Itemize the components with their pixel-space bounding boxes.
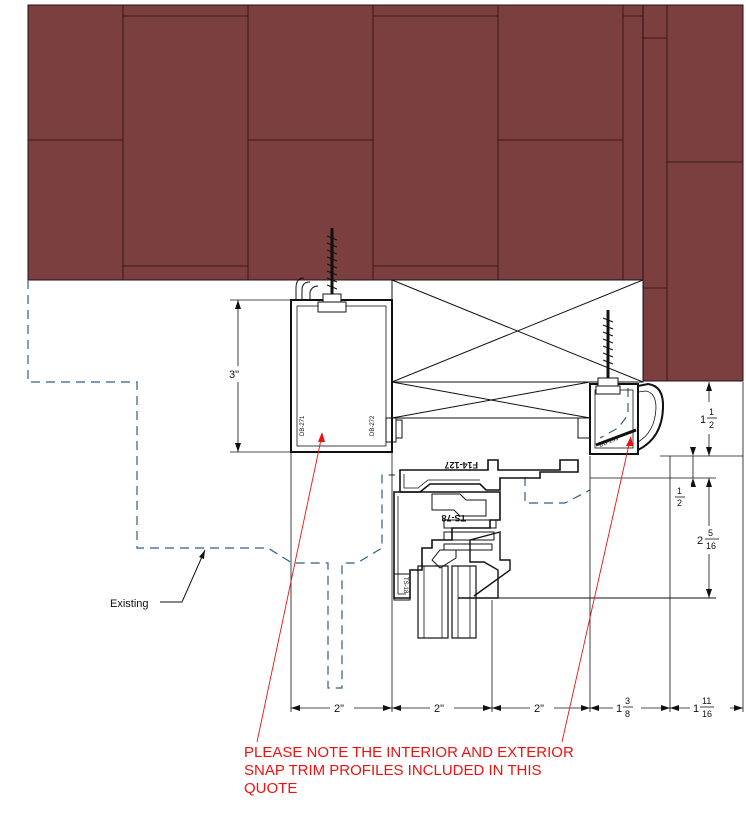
- dim-width-4-whole: 1: [616, 703, 622, 715]
- part-db-272: DB-272: [370, 415, 376, 436]
- dim-height-2-num: 1: [677, 486, 682, 496]
- note-leaders: [256, 432, 633, 743]
- right-frame: [577, 382, 665, 455]
- part-ts-18: TS-18: [402, 577, 408, 594]
- dim-width-5-den: 16: [702, 709, 712, 719]
- part-db-271: DB-271: [300, 415, 306, 436]
- existing-outline: [27, 280, 629, 689]
- dim-height-3: 2 5 16: [697, 528, 719, 551]
- existing-leader-arrow: [199, 550, 205, 559]
- dim-width-4: 1 3 8: [616, 696, 633, 719]
- dimension-arrows: [235, 300, 743, 711]
- dim-width-5: 1 11 16: [693, 696, 714, 719]
- dim-height-1: 1 1 2: [700, 407, 717, 430]
- dim-height-3-num: 5: [708, 528, 713, 538]
- dim-width-4-den: 8: [625, 709, 630, 719]
- dim-frame-height: 3": [229, 369, 239, 381]
- dim-height-1-num: 1: [709, 407, 714, 417]
- dim-height-3-den: 16: [706, 541, 716, 551]
- sill-extrusions: [393, 459, 716, 639]
- dim-width-3: 2": [534, 703, 544, 715]
- dim-width-4-num: 3: [625, 696, 630, 706]
- quote-note-line-3: QUOTE: [244, 780, 298, 797]
- existing-label: Existing: [110, 598, 149, 610]
- dim-width-2: 2": [434, 703, 444, 715]
- quote-note-line-2: SNAP TRIM PROFILES INCLUDED IN THIS: [244, 762, 542, 779]
- left-anchor-screw: [317, 228, 347, 313]
- head-block: [391, 279, 644, 419]
- dim-width-1: 2": [334, 703, 344, 715]
- quote-note: PLEASE NOTE THE INTERIOR AND EXTERIOR SN…: [244, 744, 664, 798]
- right-anchor-screw: [595, 310, 621, 395]
- dim-width-5-whole: 1: [693, 703, 699, 715]
- dim-height-1-whole: 1: [700, 414, 706, 426]
- masonry-head: [27, 4, 744, 382]
- dim-height-2-den: 2: [677, 498, 682, 508]
- part-ts-78: TS-78: [441, 513, 466, 523]
- dim-width-5-num: 11: [702, 696, 711, 706]
- dim-height-2: 1 2: [675, 486, 685, 508]
- dim-height-3-whole: 2: [697, 535, 703, 547]
- dim-height-1-den: 2: [709, 420, 714, 430]
- existing-leader: [160, 549, 206, 603]
- quote-note-line-1: PLEASE NOTE THE INTERIOR AND EXTERIOR: [244, 744, 574, 761]
- part-f14-127: F14-127: [444, 460, 478, 470]
